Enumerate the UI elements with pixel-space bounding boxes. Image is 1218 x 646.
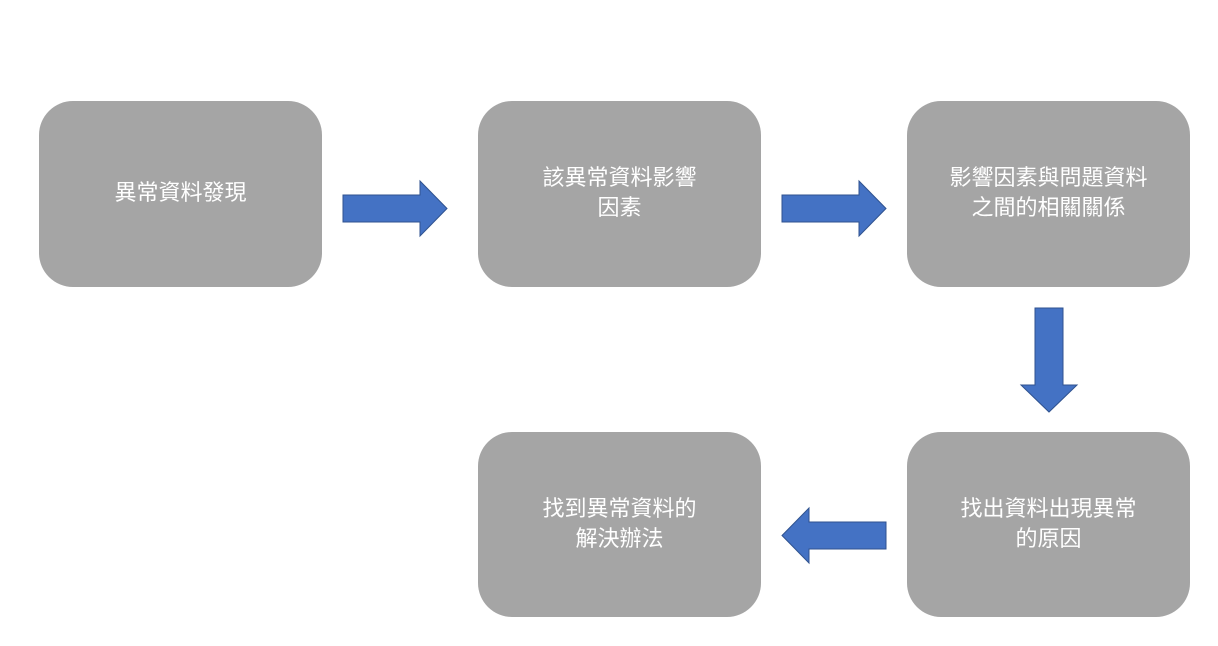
step-4-label: 找出資料出現異常 的原因: [960, 496, 1137, 552]
arrow-left-icon: [781, 506, 887, 565]
arrow-down-icon: [1019, 307, 1079, 413]
step-4-box: 找出資料出現異常 的原因: [907, 432, 1190, 617]
step-5-label: 找到異常資料的 解決辦法: [542, 496, 697, 552]
step-3-label: 影響因素與問題資料 之間的相關關係: [949, 166, 1148, 221]
step-1-label: 異常資料發現: [114, 181, 247, 206]
step-1-box: 異常資料發現: [39, 101, 322, 287]
step-2-box: 該異常資料影響 因素: [478, 101, 761, 287]
step-2-label: 該異常資料影響 因素: [542, 166, 697, 221]
arrow-right-icon: [342, 179, 448, 238]
arrow-right-icon: [781, 179, 887, 238]
step-5-box: 找到異常資料的 解決辦法: [478, 432, 761, 617]
step-3-box: 影響因素與問題資料 之間的相關關係: [907, 101, 1190, 287]
